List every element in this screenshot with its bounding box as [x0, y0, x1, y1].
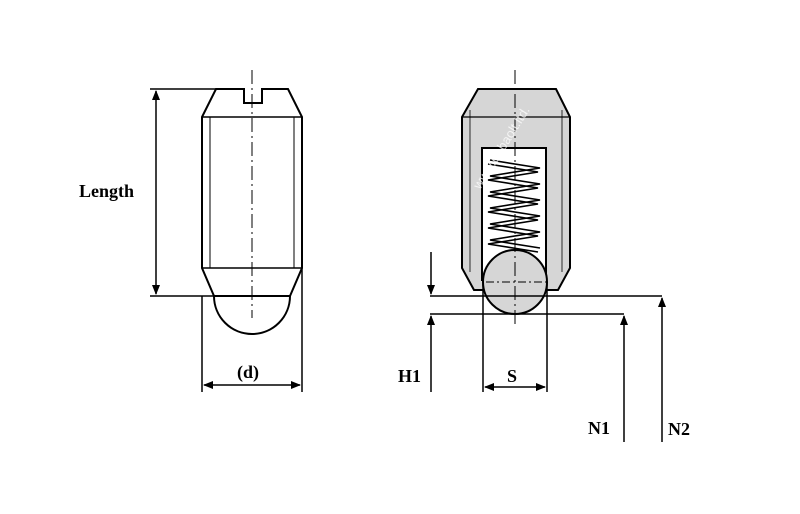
d-label: (d) — [237, 362, 259, 383]
length-label: Length — [79, 181, 134, 201]
s-label: S — [507, 366, 517, 386]
left-ball-cap — [213, 295, 291, 335]
length-dimension — [150, 88, 216, 297]
right-plunger: www.dabaolt.ltd. — [461, 70, 571, 325]
n2-label: N2 — [668, 419, 690, 439]
h1-label: H1 — [398, 366, 421, 386]
reference-lines — [427, 252, 666, 442]
d-dimension — [201, 268, 303, 392]
left-plunger — [201, 70, 303, 335]
n1-label: N1 — [588, 418, 610, 438]
s-dimension — [482, 282, 548, 392]
